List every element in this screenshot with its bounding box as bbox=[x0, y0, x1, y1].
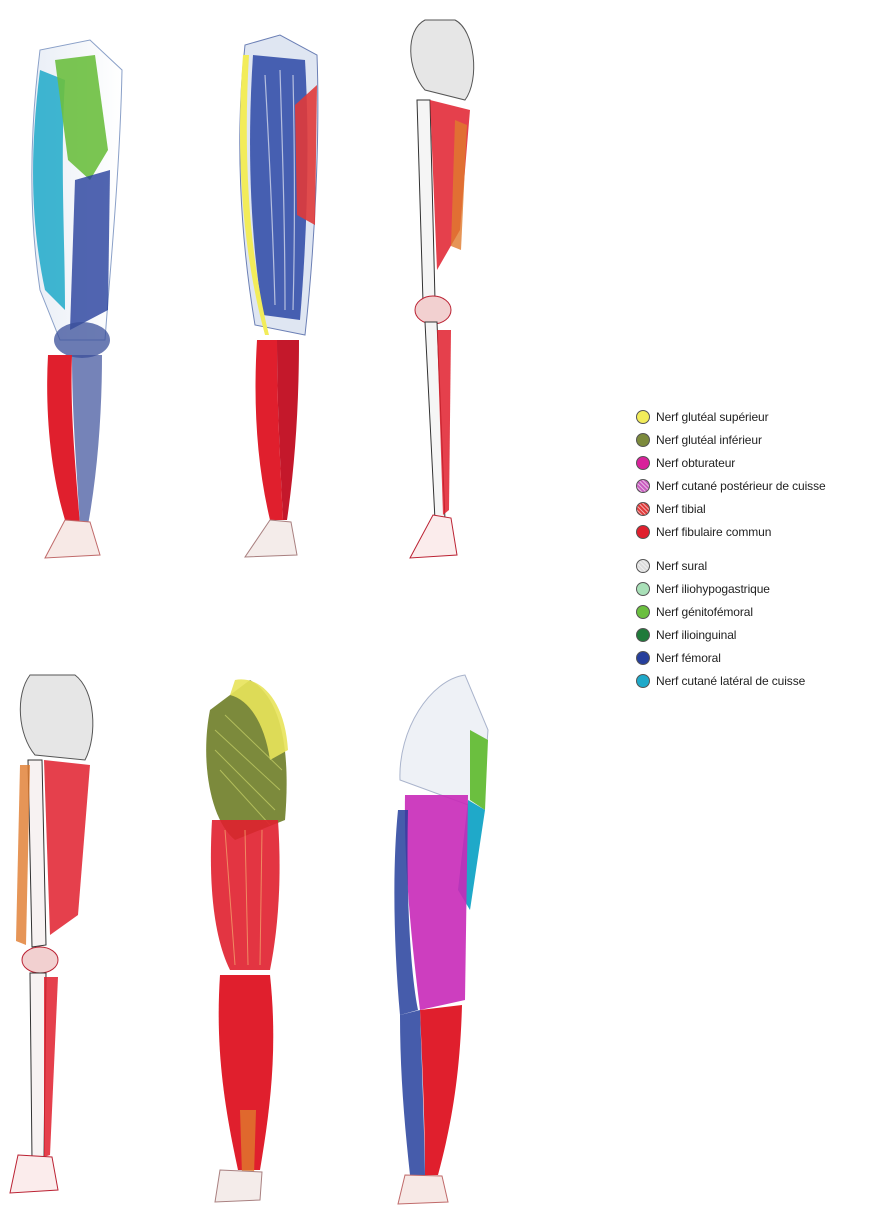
legend-label: Nerf glutéal supérieur bbox=[656, 410, 769, 424]
legend-item: Nerf iliohypogastrique bbox=[636, 577, 870, 600]
region-femoral bbox=[70, 170, 110, 330]
region-posterior-femoral-cutaneous bbox=[405, 795, 468, 1010]
olive-dot-icon bbox=[636, 433, 650, 447]
foot-bones bbox=[10, 1155, 58, 1193]
figure-anterior-cutaneous bbox=[10, 10, 140, 570]
green-dot-icon bbox=[636, 605, 650, 619]
legend-label: Nerf fibulaire commun bbox=[656, 525, 771, 539]
region-sural-tibial bbox=[420, 1005, 462, 1175]
leg-anterior-cutaneous-illustration bbox=[10, 10, 140, 570]
legend-label: Nerf sural bbox=[656, 559, 707, 573]
red-hatched-dot-icon bbox=[636, 502, 650, 516]
figure-posterior-muscular bbox=[190, 670, 300, 1210]
legend-item: Nerf obturateur bbox=[636, 451, 870, 474]
knee-joint bbox=[22, 947, 58, 973]
hamstrings-orange bbox=[16, 765, 30, 945]
legend-label: Nerf obturateur bbox=[656, 456, 735, 470]
legend-label: Nerf fémoral bbox=[656, 651, 721, 665]
heel bbox=[215, 1170, 262, 1202]
foot bbox=[45, 520, 100, 558]
yellow-dot-icon bbox=[636, 410, 650, 424]
legend-label: Nerf tibial bbox=[656, 502, 706, 516]
legend-item: Nerf cutané postérieur de cuisse bbox=[636, 474, 870, 497]
adductor-obturator bbox=[295, 85, 317, 225]
legend-item: Nerf tibial bbox=[636, 497, 870, 520]
pelvis bbox=[20, 675, 93, 760]
femur bbox=[28, 760, 46, 947]
cyan-dot-icon bbox=[636, 674, 650, 688]
leg-anterior-muscular-illustration bbox=[225, 15, 335, 570]
figure-posterior-skeleton bbox=[0, 665, 110, 1205]
foot bbox=[245, 520, 297, 557]
figure-anterior-muscular bbox=[225, 15, 335, 570]
tibia bbox=[30, 973, 46, 1160]
foot-bones bbox=[410, 515, 457, 558]
legend-label: Nerf iliohypogastrique bbox=[656, 582, 770, 596]
leg-posterior-cutaneous-illustration bbox=[370, 670, 500, 1210]
leg-posterior-muscular-illustration bbox=[190, 670, 300, 1210]
legend-label: Nerf ilioinguinal bbox=[656, 628, 736, 642]
nerve-legend: Nerf glutéal supérieur Nerf glutéal infé… bbox=[636, 405, 870, 692]
leg-lateral-skeleton-illustration bbox=[385, 10, 495, 565]
legend-item: Nerf fibulaire commun bbox=[636, 520, 870, 543]
pelvis bbox=[411, 20, 474, 100]
legend-item: Nerf glutéal inférieur bbox=[636, 428, 870, 451]
hamstrings-red bbox=[44, 760, 90, 935]
legend-item: Nerf ilioinguinal bbox=[636, 623, 870, 646]
legend-item: Nerf glutéal supérieur bbox=[636, 405, 870, 428]
pale-green-dot-icon bbox=[636, 582, 650, 596]
violet-hatched-dot-icon bbox=[636, 479, 650, 493]
leg-muscles-red bbox=[44, 977, 58, 1157]
knee-joint bbox=[415, 296, 451, 324]
red-dot-icon bbox=[636, 525, 650, 539]
legend-item: Nerf cutané latéral de cuisse bbox=[636, 669, 870, 692]
legend-label: Nerf glutéal inférieur bbox=[656, 433, 762, 447]
achilles bbox=[240, 1110, 256, 1175]
legend-group-muscular: Nerf glutéal supérieur Nerf glutéal infé… bbox=[636, 405, 870, 543]
legend-label: Nerf génitofémoral bbox=[656, 605, 753, 619]
magenta-dot-icon bbox=[636, 456, 650, 470]
legend-label: Nerf cutané postérieur de cuisse bbox=[656, 479, 826, 493]
legend-group-cutaneous: Nerf sural Nerf iliohypogastrique Nerf g… bbox=[636, 554, 870, 692]
knee bbox=[54, 322, 110, 358]
legend-item: Nerf sural bbox=[636, 554, 870, 577]
dark-green-dot-icon bbox=[636, 628, 650, 642]
legend-label: Nerf cutané latéral de cuisse bbox=[656, 674, 805, 688]
region-genitofemoral bbox=[470, 730, 488, 810]
blue-dot-icon bbox=[636, 651, 650, 665]
legend-item: Nerf génitofémoral bbox=[636, 600, 870, 623]
figure-lateral-skeleton bbox=[385, 10, 495, 565]
heel bbox=[398, 1175, 448, 1204]
leg-posterior-skeleton-illustration bbox=[0, 665, 110, 1205]
legend-item: Nerf fémoral bbox=[636, 646, 870, 669]
figure-posterior-cutaneous bbox=[370, 670, 500, 1210]
sural-symbol-icon bbox=[636, 559, 650, 573]
